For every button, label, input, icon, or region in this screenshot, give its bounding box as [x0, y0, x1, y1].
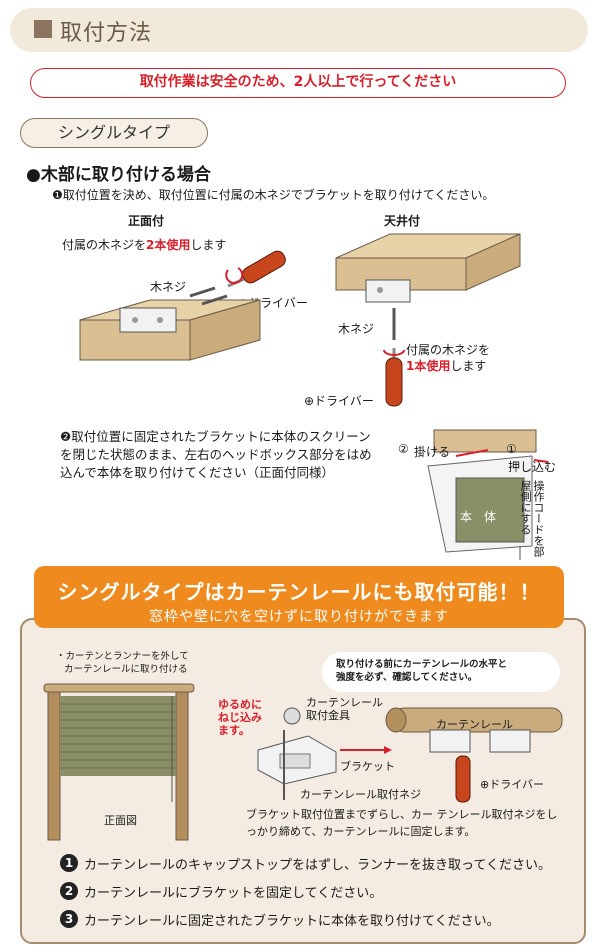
install-num2: ② — [398, 442, 409, 456]
step-number-1: 1 — [60, 854, 78, 872]
left-note-line1: ・カーテンとランナーを外して — [56, 651, 189, 662]
step2-text: ❷取付位置に固定されたブラケットに本体のスクリーンを閉じた状態のまま、左右のヘッ… — [60, 428, 380, 482]
ceiling-driver-label: ⊕ドライバー — [304, 394, 374, 408]
pre-install-note: 取り付ける前にカーテンレールの水平と 強度を必ず、確認してください。 — [322, 652, 560, 692]
step2-body: 取付位置に固定されたブラケットに本体のスクリーンを閉じた状態のまま、左右のヘッド… — [60, 429, 372, 480]
curtain-rail-banner-sub: 窓枠や壁に穴を空けずに取り付けができます — [149, 609, 449, 625]
rail-step-1: カーテンレールのキャップストップをはずし、ランナーを抜き取ってください。 — [84, 858, 551, 873]
rail-step-2: カーテンレールにブラケットを固定してください。 — [84, 886, 383, 901]
step2-number: ❷ — [60, 429, 72, 444]
front-screw-post: します — [190, 238, 227, 252]
front-view-label: 正面図 — [104, 814, 137, 827]
rail-driver-label: ⊕ドライバー — [480, 778, 544, 791]
curtain-rail-banner — [34, 566, 564, 628]
step1-body: 取付位置を決め、取付位置に付属の木ネジでブラケットを取り付けてください。 — [62, 188, 495, 202]
left-note-line2: カーテンレールに取り付ける — [64, 664, 188, 675]
ceiling-wood-screw-label: 木ネジ — [338, 322, 375, 336]
ceiling-mount-title: 天井付 — [384, 214, 421, 228]
loose-screw-note: ゆるめに ねじ込み ます。 — [218, 698, 262, 737]
front-mount-illustration — [79, 250, 286, 361]
install-num1: ① — [506, 442, 517, 456]
safety-notice: 取付作業は安全のため、2人以上で行ってください — [30, 68, 566, 98]
front-screw-pre: 付属の木ネジを — [62, 238, 147, 252]
install-illustration — [427, 429, 549, 560]
section-header — [10, 8, 588, 52]
rail-fitting-line1: カーテンレール — [306, 696, 383, 709]
rail-screw-label: カーテンレール取付ネジ — [300, 788, 421, 801]
step-number-3: 3 — [60, 910, 78, 928]
rail-label-text: カーテンレール — [436, 718, 513, 731]
step1-text: ❶取付位置を決め、取付位置に付属の木ネジでブラケットを取り付けてください。 — [52, 186, 494, 203]
install-cord-note: 操作コードを部屋側にする — [519, 480, 545, 557]
bracket-label: ブラケット — [340, 760, 395, 773]
install-push-label: 押し込む — [508, 460, 557, 474]
left-note: ・カーテンとランナーを外して カーテンレールに取り付ける — [56, 650, 189, 676]
ceiling-mount-illustration — [335, 233, 521, 407]
front-screw-emph: 2本使用 — [146, 238, 191, 252]
page-title: 取付方法 — [60, 21, 153, 46]
front-wood-screw-label: 木ネジ — [150, 280, 187, 294]
pre-install-line2: 強度を必ず、確認してください。 — [336, 672, 478, 683]
rail-fitting-label: カーテンレール 取付金具 — [306, 696, 383, 722]
install-hook-label: 掛ける — [414, 445, 451, 459]
rail-label: カーテンレール — [316, 716, 513, 732]
curtain-rail-banner-title: シングルタイプはカーテンレールにも取付可能！！ — [57, 580, 541, 604]
window-front-view — [43, 683, 195, 841]
rail-fitting-line2: 取付金具 — [306, 709, 350, 722]
loose-screw-line2: ねじ込み — [218, 711, 262, 724]
wood-mount-heading: ●木部に取り付ける場合 — [26, 165, 211, 185]
install-body-label: 本 体 — [460, 510, 497, 524]
loose-screw-line3: ます。 — [218, 724, 250, 737]
square-icon — [34, 20, 52, 38]
step-number-2: 2 — [60, 882, 78, 900]
ceiling-screw-line1: 付属の木ネジを — [406, 343, 491, 357]
ceiling-screw-post: します — [450, 359, 487, 373]
slide-note: ブラケット取付位置までずらし、カー テンレール取付ネジをしっかり締めて、カーテン… — [246, 808, 558, 838]
step1-number: ❶ — [52, 188, 63, 202]
pre-install-line1: 取り付ける前にカーテンレールの水平と — [336, 659, 508, 670]
rail-step-3: カーテンレールに固定されたブラケットに本体を取り付けてください。 — [84, 914, 500, 929]
ceiling-screw-emph: 1本使用 — [406, 359, 451, 373]
single-type-label: シングルタイプ — [20, 118, 208, 148]
loose-screw-line1: ゆるめに — [218, 698, 262, 711]
curtain-rail-illustration — [257, 707, 563, 803]
ceiling-screw-note: 付属の木ネジを 1本使用します — [406, 342, 490, 374]
front-screw-note: 付属の木ネジを2本使用します — [62, 236, 226, 253]
front-mount-title: 正面付 — [128, 214, 165, 228]
